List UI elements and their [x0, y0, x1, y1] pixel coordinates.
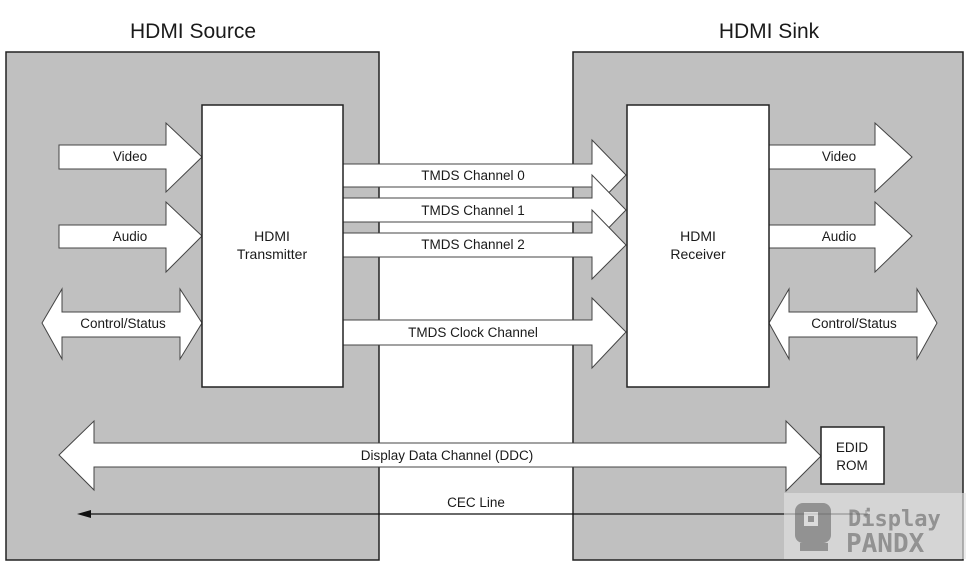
source-audio-label: Audio [113, 229, 148, 244]
tmds-channel-2-label: TMDS Channel 2 [421, 237, 525, 252]
sink-audio-arrow [768, 200, 913, 274]
receiver-label-line1: HDMI [680, 228, 716, 244]
watermark: Display PANDX [784, 493, 966, 559]
sink-video-arrow [768, 121, 913, 194]
tmds-clock-channel-arrow [342, 296, 627, 370]
source-control-status-label: Control/Status [80, 316, 166, 331]
edid-rom-label-line2: ROM [836, 458, 868, 473]
cec-label: CEC Line [447, 495, 505, 510]
tmds-channel-1-label: TMDS Channel 1 [421, 203, 525, 218]
tmds-channel-0-label: TMDS Channel 0 [421, 168, 525, 183]
source-audio-arrow [58, 200, 203, 274]
source-title: HDMI Source [130, 20, 256, 43]
hdmi-receiver-block [626, 104, 770, 388]
transmitter-label-line1: HDMI [254, 228, 290, 244]
cec-arrowhead [77, 510, 91, 518]
sink-title: HDMI Sink [719, 20, 820, 43]
edid-rom-label-line1: EDID [836, 440, 869, 455]
sink-control-status-label: Control/Status [811, 316, 897, 331]
sink-control-status-arrow [768, 287, 938, 361]
hdmi-transmitter-block [201, 104, 344, 388]
transmitter-label-line2: Transmitter [237, 246, 308, 262]
edid-rom-block [820, 426, 885, 485]
ddc-label: Display Data Channel (DDC) [361, 448, 534, 463]
receiver-label-line2: Receiver [670, 246, 726, 262]
watermark-line1: Display [848, 507, 941, 532]
watermark-logo-icon [795, 503, 831, 551]
watermark-line2: PANDX [846, 529, 925, 559]
tmds-clock-channel-label: TMDS Clock Channel [408, 325, 538, 340]
source-video-arrow [58, 121, 203, 194]
tmds-channel-2-arrow [342, 208, 627, 281]
source-video-label: Video [113, 149, 147, 164]
sink-audio-label: Audio [822, 229, 857, 244]
sink-video-label: Video [822, 149, 856, 164]
